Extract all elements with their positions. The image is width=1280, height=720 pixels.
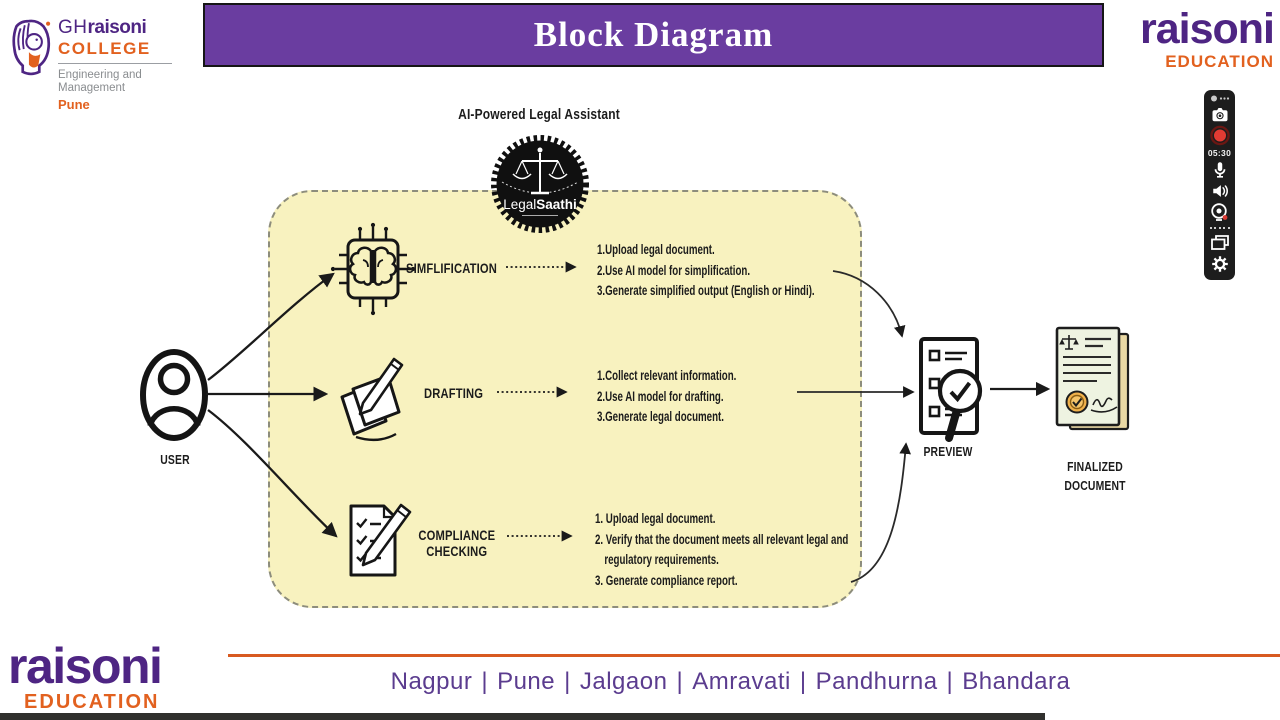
education-sub: EDUCATION <box>1165 52 1274 71</box>
city-separator: | <box>564 668 571 695</box>
lion-icon <box>12 19 51 76</box>
college-logo-gh: GH <box>58 17 88 38</box>
flow-label-simplification: SIMFLIFICATION <box>406 260 497 276</box>
city-separator: | <box>946 668 954 695</box>
legalsaathi-logo-part1: Legal <box>503 197 537 212</box>
drafting-steps: 1.Collect relevant information. 2.Use AI… <box>597 366 871 428</box>
city-separator: | <box>676 668 684 695</box>
education-logo-top: raisoni EDUCATION <box>1140 5 1275 71</box>
page-title: Block Diagram <box>533 15 774 54</box>
legalsaathi-logo-part2: Saathi <box>536 197 577 212</box>
step-item: 2.Use AI model for drafting. <box>597 388 724 404</box>
step-item: 3.Generate legal document. <box>597 409 724 424</box>
settings-gear-button[interactable] <box>1210 254 1230 274</box>
simplification-steps: 1.Upload legal document. 2.Use AI model … <box>597 240 881 302</box>
step-item: 3.Generate simplified output (English or… <box>597 283 815 298</box>
college-logo: GHraisoni COLLEGE Engineering and Manage… <box>10 18 172 111</box>
education-brand: raisoni <box>1140 5 1275 53</box>
city-separator: | <box>799 668 807 695</box>
footer-city: Pune <box>497 668 556 695</box>
compliance-steps: 1. Upload legal document. 2. Verify that… <box>595 509 851 591</box>
bottom-strip <box>0 713 1045 720</box>
flow-label-compliance: COMPLIANCE CHECKING <box>418 527 496 559</box>
college-logo-college: COLLEGE <box>58 39 151 58</box>
drag-handle-icon[interactable] <box>1209 94 1231 103</box>
webcam-button[interactable] <box>1209 202 1230 223</box>
flow-label-drafting: DRAFTING <box>424 385 484 401</box>
footer-sub-text: EDUCATION <box>24 691 160 713</box>
footer-city: Pandhurna <box>815 668 938 695</box>
toolbar-separator <box>1209 227 1230 229</box>
user-icon <box>140 349 208 441</box>
footer-city: Amravati <box>692 668 791 695</box>
user-label: USER <box>160 452 190 467</box>
footer-city: Bhandara <box>962 668 1071 695</box>
legalsaathi-logo-text: LegalSaathi <box>496 197 584 216</box>
step-item: 3. Generate compliance report. <box>595 572 738 588</box>
college-logo-divider <box>58 63 172 64</box>
footer-city: Nagpur <box>390 668 473 695</box>
preview-icon <box>919 337 983 442</box>
footer-city: Jalgaon <box>579 668 668 695</box>
step-item: 2.Use AI model for simplification. <box>597 262 751 278</box>
footer-brand-text: raisoni <box>8 638 163 694</box>
legalsaathi-tagline <box>522 215 558 216</box>
step-item: 1.Collect relevant information. <box>597 368 737 383</box>
step-item: 2. Verify that the document meets all re… <box>595 531 849 568</box>
college-logo-line1: GHraisoni <box>58 18 172 37</box>
college-logo-sub1: Engineering and <box>58 69 142 81</box>
footer-cities: Nagpur | Pune | Jalgaon | Amravati | Pandhurna | B… <box>228 668 1233 696</box>
recording-timer: 05:30 <box>1207 148 1232 158</box>
screens-button[interactable] <box>1209 233 1230 252</box>
finalized-document-icon <box>1055 326 1130 431</box>
college-logo-city: Pune <box>58 97 90 112</box>
record-button[interactable] <box>1209 125 1231 146</box>
footer-education-logo: raisoni EDUCATION <box>8 638 163 713</box>
finalized-document-label: FINALIZED DOCUMENT <box>1064 459 1126 493</box>
footer-divider-line <box>228 654 1280 657</box>
assistant-label: AI-Powered Legal Assistant <box>458 106 620 123</box>
city-separator: | <box>481 668 489 695</box>
title-banner: Block Diagram <box>203 3 1104 67</box>
college-logo-sub2: Management <box>58 82 126 94</box>
step-item: 1. Upload legal document. <box>595 511 716 526</box>
preview-label: PREVIEW <box>923 444 973 459</box>
step-item: 1.Upload legal document. <box>597 242 715 257</box>
microphone-button[interactable] <box>1210 160 1230 180</box>
college-logo-brand: raisoni <box>87 17 147 38</box>
camera-button[interactable] <box>1210 105 1230 123</box>
speaker-button[interactable] <box>1210 182 1230 200</box>
screen-recorder-toolbar[interactable]: 05:30 <box>1204 90 1235 280</box>
